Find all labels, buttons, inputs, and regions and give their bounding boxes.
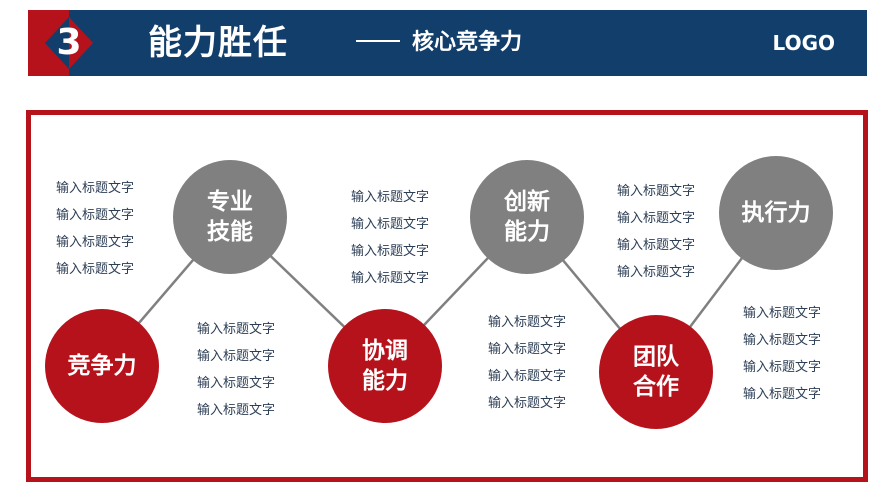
- text-group-6: 输入标题文字 输入标题文字 输入标题文字 输入标题文字: [743, 300, 821, 408]
- text-line: 输入标题文字: [488, 315, 567, 330]
- text-line: 输入标题文字: [617, 265, 696, 280]
- text-line: 输入标题文字: [488, 369, 567, 384]
- node-label: 技能: [207, 219, 253, 245]
- node-label: 合作: [633, 374, 679, 400]
- node-label: 创新: [504, 189, 550, 215]
- node-label: 竞争力: [67, 353, 137, 379]
- text-line: 输入标题文字: [743, 333, 822, 348]
- text-group-3: 输入标题文字 输入标题文字 输入标题文字 输入标题文字: [351, 184, 429, 292]
- diamond-shape: [69, 17, 93, 69]
- text-line: 输入标题文字: [56, 208, 135, 223]
- text-line: 输入标题文字: [743, 387, 822, 402]
- text-line: 输入标题文字: [56, 235, 135, 250]
- text-group-1: 输入标题文字 输入标题文字 输入标题文字 输入标题文字: [56, 175, 134, 283]
- content-frame: [26, 110, 868, 482]
- logo: LOGO: [772, 31, 835, 55]
- text-line: 输入标题文字: [197, 376, 276, 391]
- text-line: 输入标题文字: [56, 181, 135, 196]
- text-group-5: 输入标题文字 输入标题文字 输入标题文字 输入标题文字: [617, 178, 695, 286]
- node-label: 协调: [362, 338, 408, 364]
- header-bar: 3 能力胜任 核心竞争力 LOGO: [28, 10, 867, 76]
- page-subtitle: 核心竞争力: [356, 10, 522, 76]
- text-line: 输入标题文字: [351, 217, 430, 232]
- node-jingzhengli: 竞争力: [45, 309, 159, 423]
- text-group-4: 输入标题文字 输入标题文字 输入标题文字 输入标题文字: [488, 309, 566, 417]
- page-title: 能力胜任: [148, 23, 288, 63]
- text-line: 输入标题文字: [197, 349, 276, 364]
- node-label: 能力: [362, 368, 408, 394]
- text-line: 输入标题文字: [488, 342, 567, 357]
- text-line: 输入标题文字: [617, 184, 696, 199]
- text-line: 输入标题文字: [617, 211, 696, 226]
- node-label: 专业: [207, 189, 253, 215]
- node-zhuanye-jineng: 专业技能: [173, 160, 287, 274]
- node-chuangxin-nengli: 创新能力: [470, 160, 584, 274]
- subtitle-text: 核心竞争力: [412, 30, 523, 55]
- text-group-2: 输入标题文字 输入标题文字 输入标题文字 输入标题文字: [197, 316, 275, 424]
- text-line: 输入标题文字: [351, 244, 430, 259]
- node-label: 能力: [504, 219, 550, 245]
- text-line: 输入标题文字: [197, 322, 276, 337]
- text-line: 输入标题文字: [743, 360, 822, 375]
- dash-divider: [356, 40, 400, 42]
- text-line: 输入标题文字: [743, 306, 822, 321]
- text-line: 输入标题文字: [351, 190, 430, 205]
- node-label: 执行力: [741, 200, 811, 226]
- node-tuandui-hezuo: 团队合作: [599, 315, 713, 429]
- section-number: 3: [56, 22, 82, 63]
- text-line: 输入标题文字: [488, 396, 567, 411]
- node-zhixingli: 执行力: [719, 156, 833, 270]
- text-line: 输入标题文字: [351, 271, 430, 286]
- diamond-shape: [45, 17, 69, 69]
- section-number-badge: 3: [28, 10, 110, 76]
- node-xietiao-nengli: 协调能力: [328, 309, 442, 423]
- text-line: 输入标题文字: [56, 262, 135, 277]
- text-line: 输入标题文字: [197, 403, 276, 418]
- node-label: 团队: [633, 344, 679, 370]
- text-line: 输入标题文字: [617, 238, 696, 253]
